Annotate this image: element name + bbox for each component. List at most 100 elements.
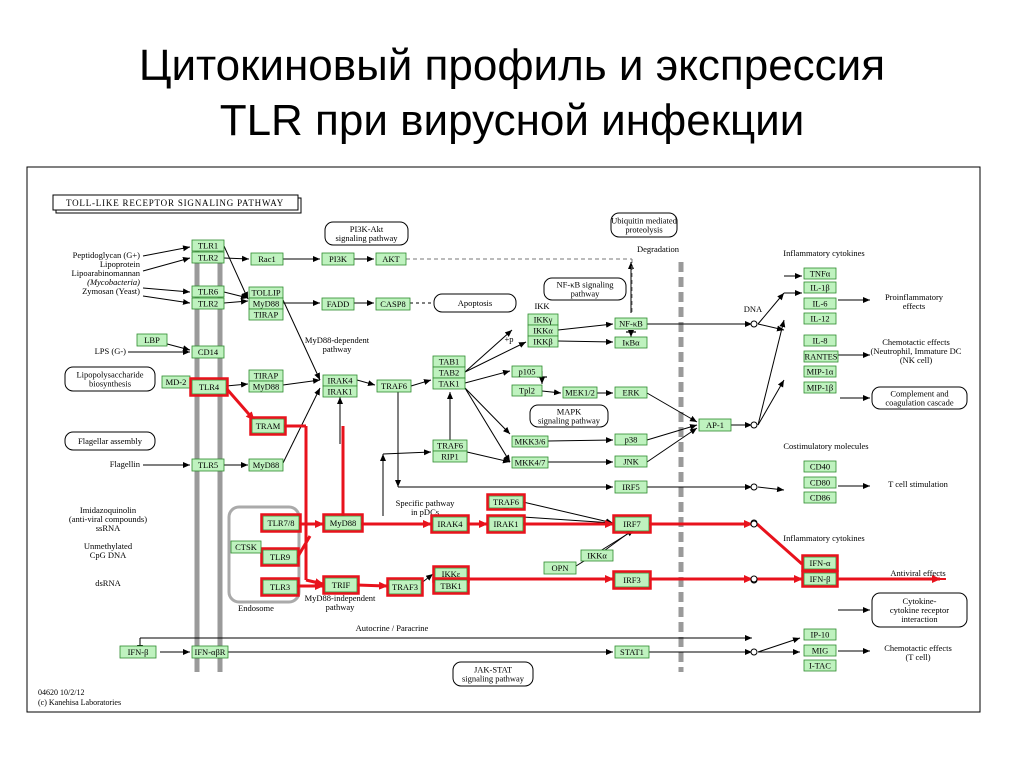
gene-node-myd88a: MyD88 [248,297,284,310]
red-edge-0 [224,387,256,421]
highlight-frame [260,547,300,567]
highlight-frame [260,513,302,533]
gene-node-irak1a: IRAK1 [322,385,358,398]
edge-61 [757,292,785,325]
gene-label: MIP-1β [807,383,834,393]
edge-28 [557,321,614,331]
gene-label: p38 [625,435,638,445]
label-ligand1: Lipoprotein [100,259,141,269]
gene-label: TAB2 [439,368,460,378]
gene-label: TLR2 [198,299,218,309]
gene-label: ERK [623,388,641,398]
pathway-box-text: Apoptosis [458,298,492,308]
highlight-frame [801,570,839,588]
gene-node-tnfa: TNFα [803,267,837,280]
label-degradation: Degradation [637,244,680,254]
pathway-box-text: signaling pathway [335,233,398,243]
gene-label: IL-6 [812,299,827,309]
footer-copyright: (c) Kanehisa Laboratories [38,698,121,707]
gene-node-mkk47: MKK4/7 [511,456,549,469]
gene-label: FADD [327,299,350,309]
gene-label: AKT [382,254,400,264]
edge-23 [464,341,527,373]
label-flagellin: Flagellin [110,459,141,469]
label-ligand1: Peptidoglycan (G+) [73,250,141,260]
gene-node-ap1: AP-1 [698,418,732,432]
gene-node-tlr5: TLR5 [191,458,225,472]
gene-node-ikkaa: IKKα [580,549,614,562]
gene-label: IL-12 [810,314,829,324]
highlight-frame [260,577,300,597]
dna-node-2 [750,483,758,491]
edge-34 [646,392,698,423]
title-line-1: Цитокиновый профиль и экспрессия [138,41,886,90]
pathway-box-text: biosynthesis [89,379,131,389]
gene-node-rantes: RANTES [803,350,839,363]
gene-node-tlr3: TLR3 [260,577,300,597]
pathway-box-text: signaling pathway [462,674,525,684]
edge-11 [223,291,249,300]
gene-label: CD80 [810,478,830,488]
dna-node-red-1 [750,575,758,583]
gene-label: MIG [812,646,829,656]
highlight-frame [386,577,424,597]
gene-label: MyD88 [253,299,279,309]
highlight-frame [322,513,364,533]
gene-node-traf6a: TRAF6 [376,379,412,393]
gene-node-irak1b: IRAK1 [486,514,526,534]
edge-27 [557,338,614,345]
gene-node-cd14: CD14 [191,345,225,359]
gene-label: MyD88 [330,518,356,528]
label-imid: ssRNA [96,523,121,533]
label-specific: in pDCs [411,507,439,517]
gene-node-cd86: CD86 [803,491,837,504]
pathway-box-text: interaction [901,614,938,624]
gene-node-rac1: Rac1 [250,252,284,266]
gene-node-traf6b: TRAF6 [432,439,468,452]
gene-node-traf6c: TRAF6 [486,493,526,511]
label-imid: Imidazoquinolin [80,505,137,515]
label-myd88indep: pathway [326,602,356,612]
gene-node-irak4a: IRAK4 [322,374,358,387]
title-line-2: TLR при вирусной инфекции [219,96,805,145]
gene-node-ifnabr: IFN-αβR [191,645,229,659]
gene-label: TNFα [810,269,831,279]
gene-node-ikkb: IKKβ [527,335,559,348]
gene-label: IKKγ [534,315,553,325]
gene-label: TRAF6 [437,441,463,451]
gene-node-tirap_a: TIRAP [248,308,284,321]
gene-node-fadd: FADD [321,297,355,311]
label-chemo2: Chemotactic effects [884,643,952,653]
gene-node-cd40: CD40 [803,460,837,473]
label-chemo1: (NK cell) [900,355,933,365]
dna-node-5 [750,648,758,656]
edge-0 [142,245,191,257]
dna-node-1 [750,421,758,429]
gene-node-tlr9: TLR9 [260,547,300,567]
edge-2 [142,287,191,295]
gene-node-mip1a: MIP-1α [803,365,837,378]
gene-label: CD14 [198,347,219,357]
gene-label: TOLLIP [251,288,280,298]
gene-label: IKKβ [533,337,552,347]
gene-node-tram: TRAM [249,416,287,436]
pathway-box-text: PI3K-Akt [350,224,384,234]
gene-label: IFN-αβR [195,647,226,657]
edge-26 [464,387,511,463]
gene-label: JNK [623,457,639,467]
edge-7 [223,255,250,262]
gene-label: TRIF [332,580,351,590]
pathway-box-text: proteolysis [625,225,662,235]
gene-label: IκBα [622,338,640,348]
label-proinfl: Proinflammatory [885,292,944,302]
gene-label: CASP8 [380,299,406,309]
slide-title: Цитокиновый профиль и экспрессия TLR при… [0,38,1024,148]
gene-label: IFN-β [810,574,831,584]
label-endosome: Endosome [238,603,274,613]
pathway-box-text: Flagellar assembly [78,436,143,446]
label-ligand1: Zymosan (Yeast) [82,286,140,296]
gene-node-myd88c: MyD88 [248,458,284,472]
